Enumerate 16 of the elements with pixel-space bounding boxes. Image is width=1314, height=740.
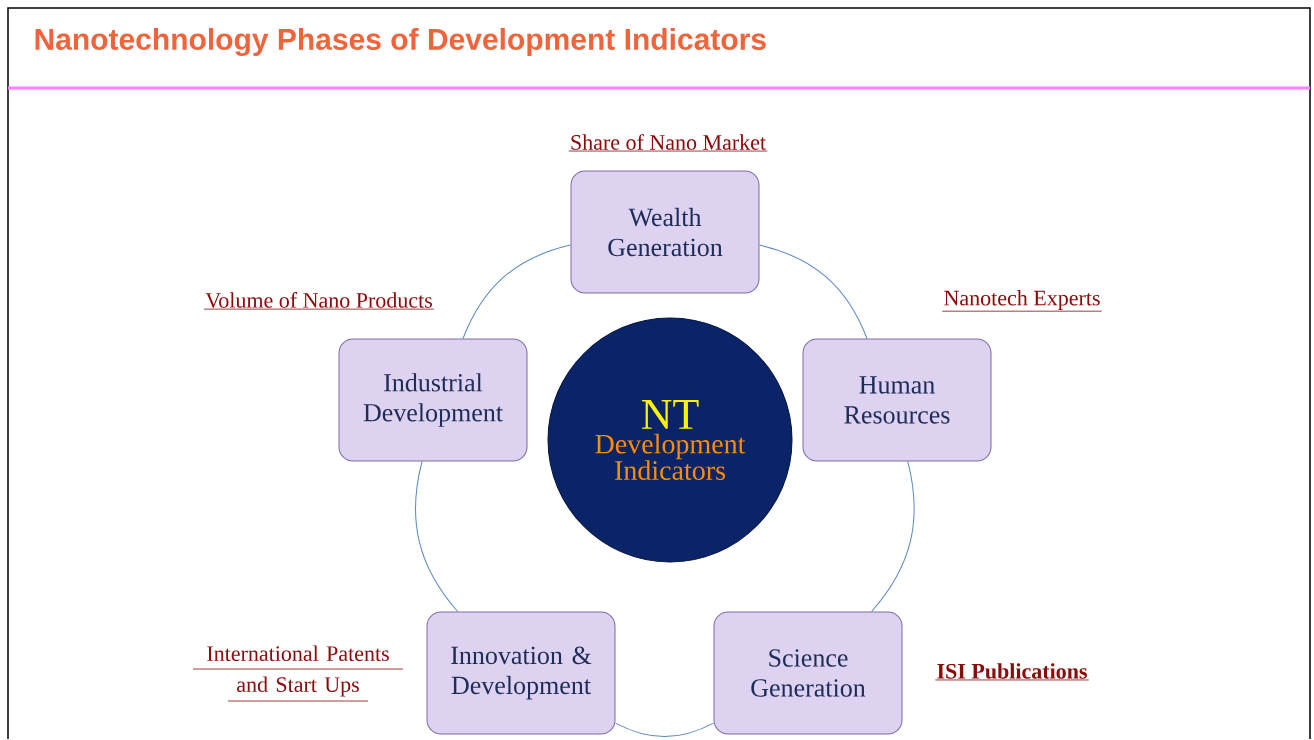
indicator-label: Nanotech Experts — [941, 290, 1103, 312]
phase-box: Innovation & Development — [426, 611, 616, 735]
indicator-label: ISI Publications — [934, 663, 1090, 681]
indicator-label: Volume of Nano Products — [203, 292, 435, 310]
ring-arc — [871, 461, 915, 612]
phase-box: Wealth Generation — [570, 170, 760, 294]
indicator-label: Share of Nano Market — [568, 134, 768, 152]
ring-arc — [615, 722, 714, 738]
phase-box: Human Resources — [802, 338, 992, 462]
title: Nanotechnology Phases of Development Indicators — [35, 27, 766, 57]
indicator-label: International Patents and Start Ups — [207, 645, 389, 697]
ring-arc — [415, 461, 459, 612]
phase-box: Science Generation — [713, 611, 903, 735]
ring-arc — [462, 244, 571, 339]
ring-arc — [759, 244, 868, 339]
phase-box: Industrial Development — [338, 338, 528, 462]
